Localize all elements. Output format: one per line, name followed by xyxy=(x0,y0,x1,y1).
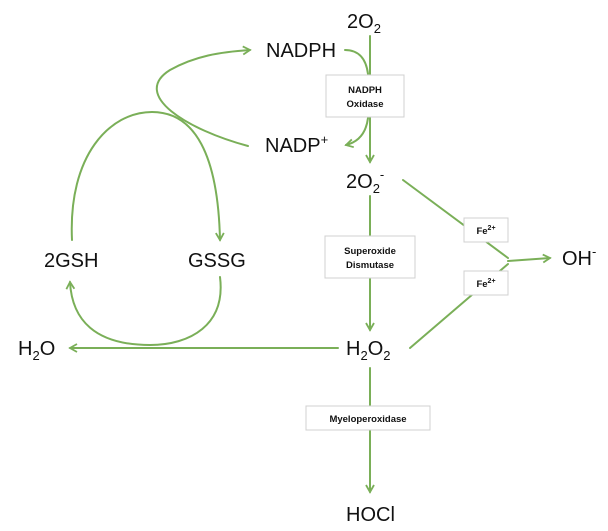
node-h2o2-base: H xyxy=(346,338,360,360)
nadph-oxidase-line2: Oxidase xyxy=(347,99,384,110)
arrow-fe-to-hydroxyl xyxy=(507,253,552,264)
node-hydroxyl: OH- xyxy=(562,244,596,270)
svg-text:Fe2+: Fe2+ xyxy=(476,225,495,237)
node-oxygen-base: 2O xyxy=(347,11,374,33)
svg-text:Fe2+: Fe2+ xyxy=(476,278,495,290)
arrow-nadph-into-oxidase xyxy=(344,49,369,75)
arrow-oxidase-to-nadp xyxy=(344,117,369,149)
node-water-tail: O xyxy=(40,338,56,360)
node-superoxide-charge: - xyxy=(380,167,384,182)
arrow-gssg-to-gsh xyxy=(65,276,222,347)
enzyme-superoxide-dismutase: Superoxide Dismutase xyxy=(324,235,416,279)
node-water-base: H xyxy=(18,338,32,360)
node-gssg-base: GSSG xyxy=(188,250,246,272)
enzyme-fe-upper: Fe2+ xyxy=(463,217,509,243)
node-oxygen-sub: 2 xyxy=(374,21,381,36)
node-nadp-charge: + xyxy=(321,132,329,147)
node-oxygen: 2O2 xyxy=(347,11,381,36)
node-h2o2-sub: 2 xyxy=(360,348,367,363)
node-hocl-base: HOCl xyxy=(346,504,395,526)
node-hydroxyl-base: OH xyxy=(562,248,592,270)
node-gssg: GSSG xyxy=(188,250,246,272)
fe-upper-charge: 2+ xyxy=(488,225,496,232)
node-superoxide: 2O2- xyxy=(346,167,384,196)
node-gsh: 2GSH xyxy=(44,250,98,272)
arrow-nadp-to-nadph xyxy=(155,45,252,147)
enzyme-nadph-oxidase: NADPH Oxidase xyxy=(325,74,405,118)
sod-line1: Superoxide xyxy=(344,246,396,257)
fe-lower-charge: 2+ xyxy=(488,278,496,285)
flow-arrows xyxy=(65,35,552,494)
node-nadph-base: NADPH xyxy=(266,40,336,62)
node-superoxide-sub: 2 xyxy=(373,181,380,196)
arrow-superoxide-to-fe xyxy=(402,179,509,259)
node-hydroxyl-charge: - xyxy=(592,244,596,259)
node-h2o2-mid: O xyxy=(368,338,384,360)
mpo-label: Myeloperoxidase xyxy=(329,414,406,425)
sod-line2: Dismutase xyxy=(346,260,394,271)
enzyme-myeloperoxidase: Myeloperoxidase xyxy=(305,405,431,431)
node-nadp: NADP+ xyxy=(265,132,328,157)
fe-upper-label: Fe xyxy=(476,226,487,237)
node-water: H2O xyxy=(18,338,55,363)
fe-lower-label: Fe xyxy=(476,279,487,290)
node-water-sub: 2 xyxy=(32,348,39,363)
node-hydrogen-peroxide: H2O2 xyxy=(346,338,390,363)
node-h2o2-sub2: 2 xyxy=(383,348,390,363)
node-superoxide-base: 2O xyxy=(346,171,373,193)
node-nadp-base: NADP xyxy=(265,135,321,157)
arrow-gsh-to-gssg xyxy=(70,110,225,242)
node-hypochlorous-acid: HOCl xyxy=(346,504,395,526)
node-nadph: NADPH xyxy=(266,40,336,62)
nadph-oxidase-line1: NADPH xyxy=(348,85,382,96)
enzyme-fe-lower: Fe2+ xyxy=(463,270,509,296)
node-gsh-base: 2GSH xyxy=(44,250,98,272)
